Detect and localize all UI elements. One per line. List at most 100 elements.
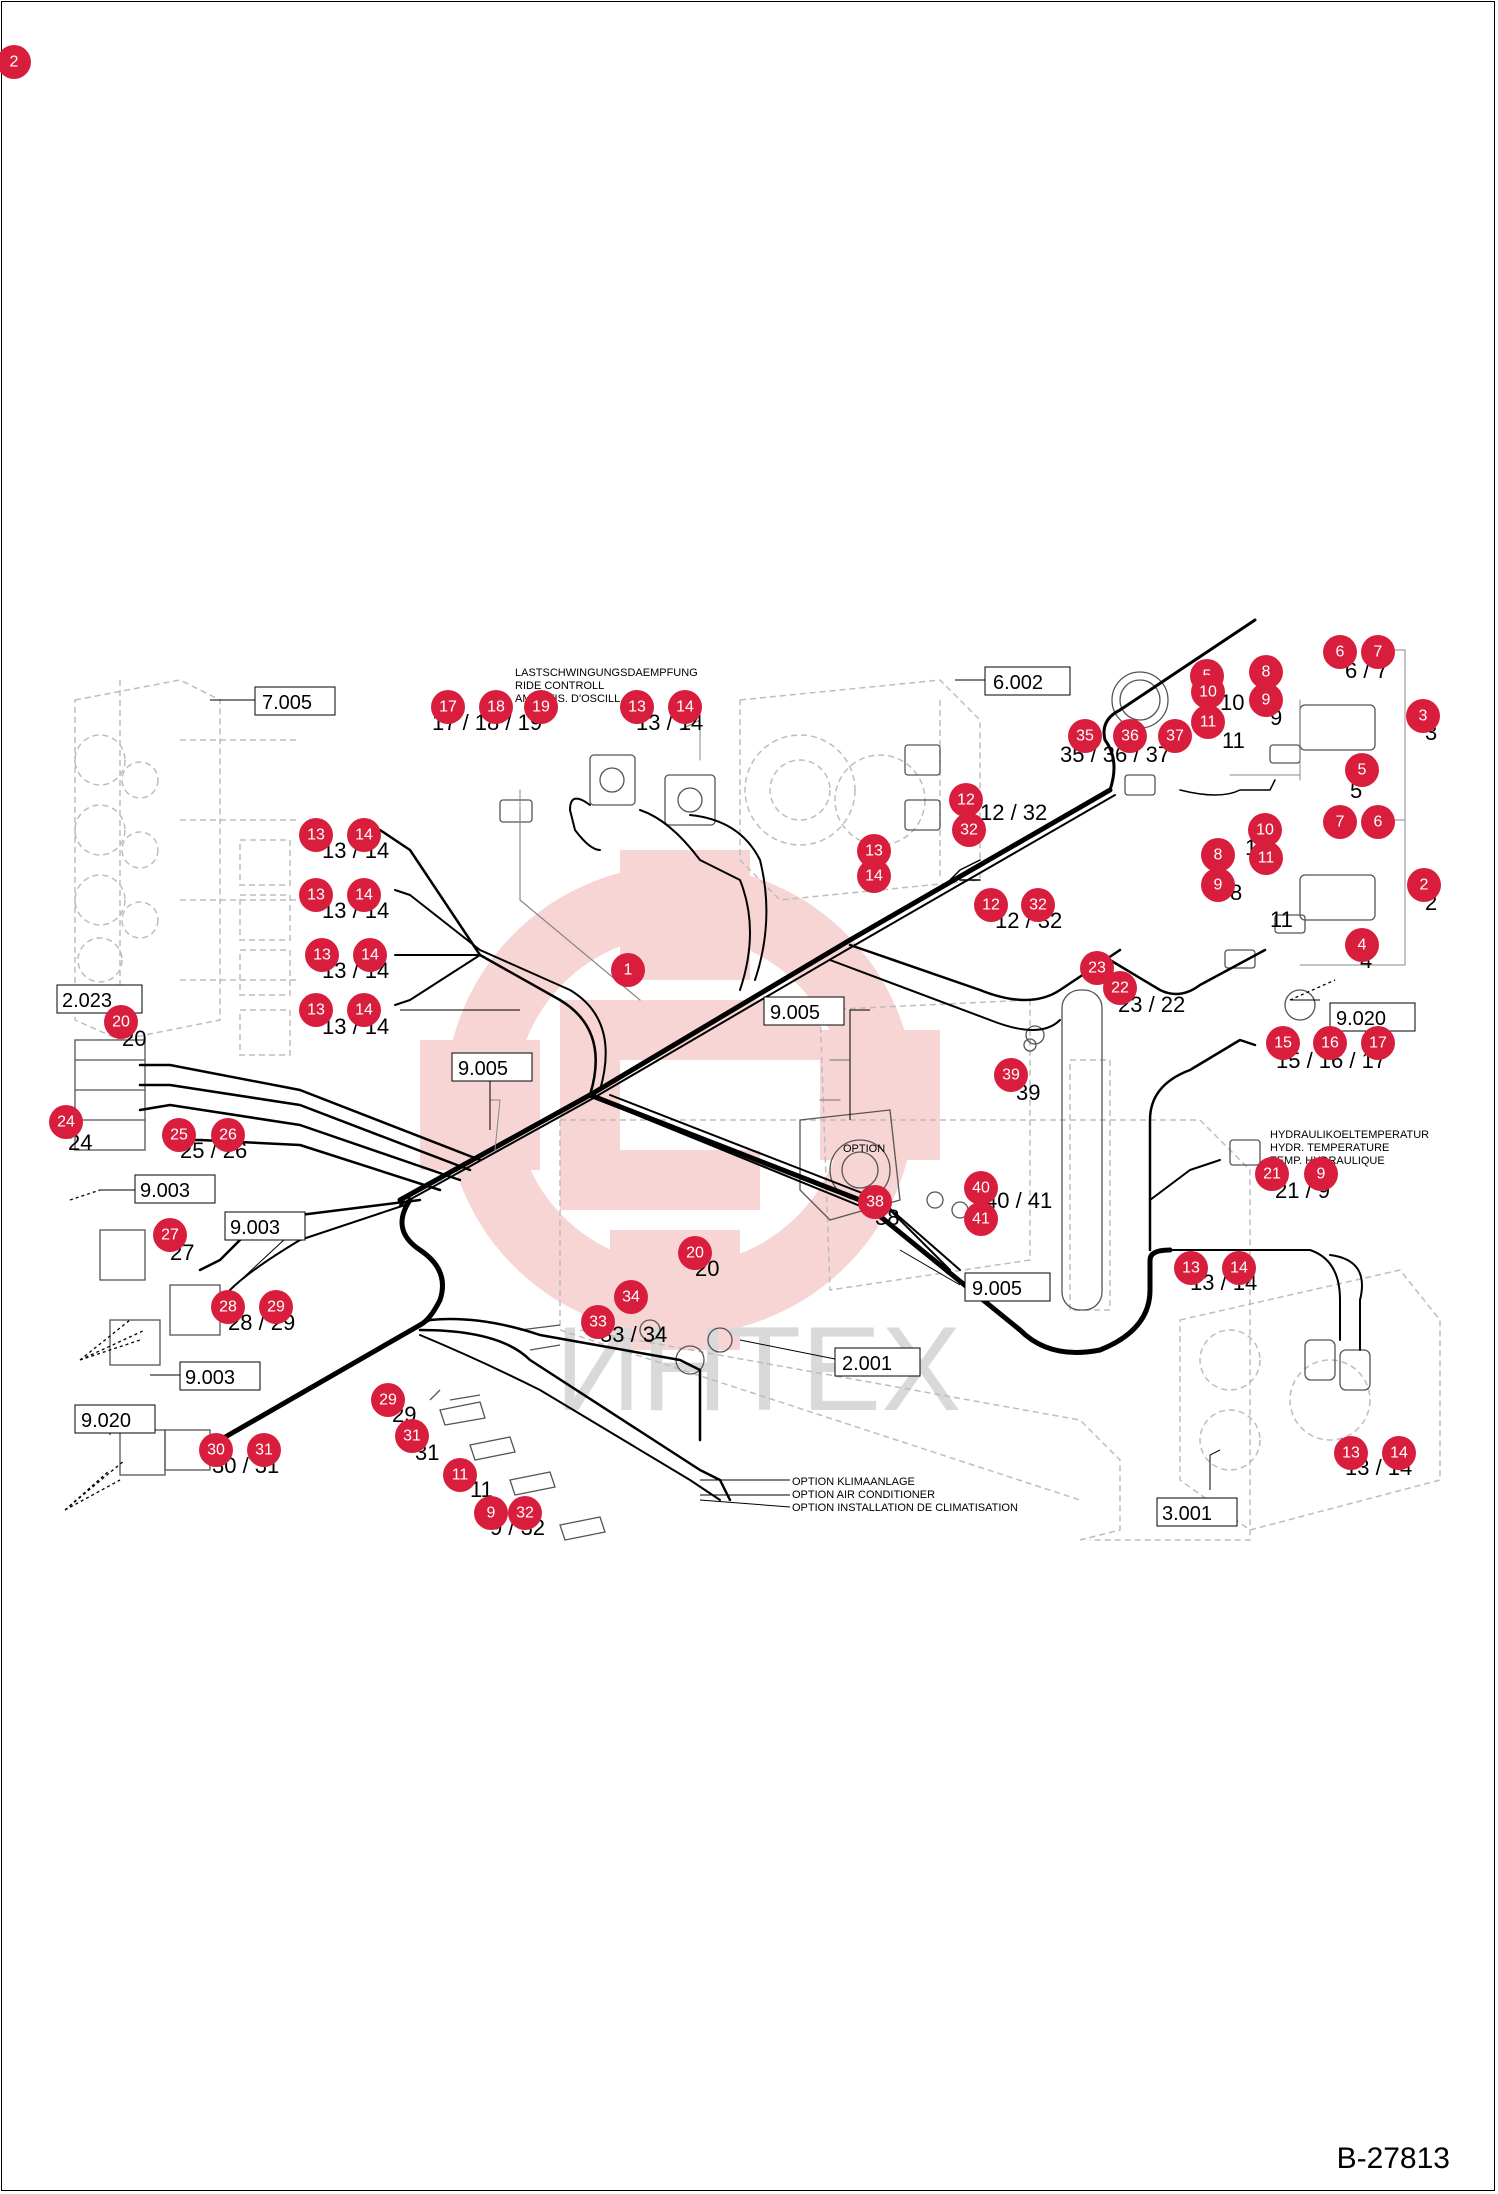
callout-14: 14 xyxy=(353,938,387,972)
callout-number: 14 xyxy=(676,699,694,716)
callout-10: 10 xyxy=(1248,813,1282,847)
callout-number: 28 xyxy=(219,1299,237,1316)
callout-number: 40 xyxy=(972,1180,990,1197)
aircon-leaders xyxy=(699,1479,791,1508)
svg-text:9.020: 9.020 xyxy=(81,1410,131,1432)
callout-number: 26 xyxy=(219,1127,237,1144)
callout-number: 3 xyxy=(1419,708,1428,725)
callout-16: 16 xyxy=(1313,1026,1347,1060)
callout-number: 20 xyxy=(686,1245,704,1262)
svg-text:9.020: 9.020 xyxy=(1336,1008,1386,1030)
callout-number: 4 xyxy=(1358,937,1367,954)
callout-29: 29 xyxy=(371,1383,405,1417)
callout-15: 15 xyxy=(1266,1026,1300,1060)
callout-6: 6 xyxy=(1323,635,1357,669)
ref-box-9-003-a: 9.003 xyxy=(134,1174,216,1204)
callout-number: 13 xyxy=(1182,1260,1200,1277)
svg-text:3.001: 3.001 xyxy=(1162,1503,1212,1525)
callout-number: 31 xyxy=(255,1442,273,1459)
callout-26: 26 xyxy=(211,1118,245,1152)
callout-number: 14 xyxy=(361,947,379,964)
caption-aircon-en: OPTION AIR CONDITIONER xyxy=(792,1489,935,1501)
component-sketches xyxy=(74,671,1376,1541)
callout-14: 14 xyxy=(1382,1436,1416,1470)
callout-35: 35 xyxy=(1068,719,1102,753)
callout-38: 38 xyxy=(858,1185,892,1219)
callout-22: 22 xyxy=(1103,971,1137,1005)
callout-number: 11 xyxy=(1258,850,1275,867)
callout-24: 24 xyxy=(49,1105,83,1139)
callout-25: 25 xyxy=(162,1118,196,1152)
item-label-11-lower: 11 xyxy=(1270,907,1293,932)
callout-number: 14 xyxy=(1230,1260,1248,1277)
callout-number: 9 xyxy=(1214,877,1223,894)
callout-13: 13 xyxy=(1174,1251,1208,1285)
callout-number: 22 xyxy=(1111,980,1129,997)
callout-number: 9 xyxy=(1317,1166,1326,1183)
callout-number: 13 xyxy=(313,947,331,964)
caption-ride-control-en: RIDE CONTROLL xyxy=(515,680,604,692)
callout-number: 6 xyxy=(1374,814,1383,831)
callout-number: 5 xyxy=(1358,762,1367,779)
ref-box-7-005: 7.005 xyxy=(254,686,336,716)
callout-8: 8 xyxy=(1249,655,1283,689)
callout-number: 8 xyxy=(1262,664,1271,681)
callout-37: 37 xyxy=(1158,719,1192,753)
callout-number: 32 xyxy=(516,1505,534,1522)
callout-2: 2 xyxy=(0,45,31,79)
callout-number: 7 xyxy=(1336,814,1345,831)
callout-number: 25 xyxy=(170,1127,188,1144)
callout-number: 2 xyxy=(10,54,19,71)
ref-box-9-005-b: 9.005 xyxy=(763,996,845,1026)
callout-number: 11 xyxy=(1200,714,1217,731)
callout-13: 13 xyxy=(1334,1436,1368,1470)
callout-number: 32 xyxy=(960,822,978,839)
callout-30: 30 xyxy=(199,1433,233,1467)
callout-number: 16 xyxy=(1321,1035,1339,1052)
callout-number: 14 xyxy=(1390,1445,1408,1462)
callout-number: 13 xyxy=(1342,1445,1360,1462)
callout-number: 6 xyxy=(1336,644,1345,661)
callout-number: 18 xyxy=(487,699,505,716)
ref-box-2-023: 2.023 xyxy=(56,984,143,1014)
callout-number: 1 xyxy=(624,962,633,979)
callout-number: 2 xyxy=(1420,877,1429,894)
callout-28: 28 xyxy=(211,1290,245,1324)
callout-number: 12 xyxy=(957,792,975,809)
callout-number: 7 xyxy=(1374,644,1383,661)
caption-hydr-temp-de: HYDRAULIKOELTEMPERATUR xyxy=(1270,1129,1429,1141)
svg-text:2.023: 2.023 xyxy=(62,990,112,1012)
callout-2: 2 xyxy=(1407,868,1441,902)
callout-number: 13 xyxy=(307,1002,325,1019)
callout-number: 39 xyxy=(1002,1067,1020,1084)
callout-17: 17 xyxy=(1361,1026,1395,1060)
callout-32: 32 xyxy=(508,1496,542,1530)
callout-number: 13 xyxy=(307,827,325,844)
callout-number: 11 xyxy=(452,1467,469,1484)
reference-boxes: 7.005 6.002 2.023 9.005 9.005 9.003 9.00… xyxy=(56,666,1416,1527)
callout-20: 20 xyxy=(678,1236,712,1270)
callout-40: 40 xyxy=(964,1171,998,1205)
svg-text:9.005: 9.005 xyxy=(972,1278,1022,1300)
callout-number: 17 xyxy=(1369,1035,1387,1052)
callout-19: 19 xyxy=(524,690,558,724)
ref-box-9-005-c: 9.005 xyxy=(964,1272,1051,1302)
callout-23: 23 xyxy=(1080,951,1114,985)
callout-13: 13 xyxy=(299,818,333,852)
callout-number: 32 xyxy=(1029,897,1047,914)
callout-number: 37 xyxy=(1166,728,1184,745)
callout-number: 27 xyxy=(161,1227,179,1244)
callout-34: 34 xyxy=(614,1280,648,1314)
ref-box-3-001: 3.001 xyxy=(1156,1497,1238,1527)
callout-11: 11 xyxy=(1249,841,1283,875)
ref-box-9-003-b: 9.003 xyxy=(224,1211,306,1241)
svg-text:9.005: 9.005 xyxy=(770,1002,820,1024)
callout-12: 12 xyxy=(949,783,983,817)
dashed-leaders xyxy=(64,979,1336,1511)
callout-number: 41 xyxy=(972,1211,990,1228)
callout-14: 14 xyxy=(668,690,702,724)
svg-text:2.001: 2.001 xyxy=(842,1353,892,1375)
callout-4: 4 xyxy=(1345,928,1379,962)
callout-number: 29 xyxy=(267,1299,285,1316)
